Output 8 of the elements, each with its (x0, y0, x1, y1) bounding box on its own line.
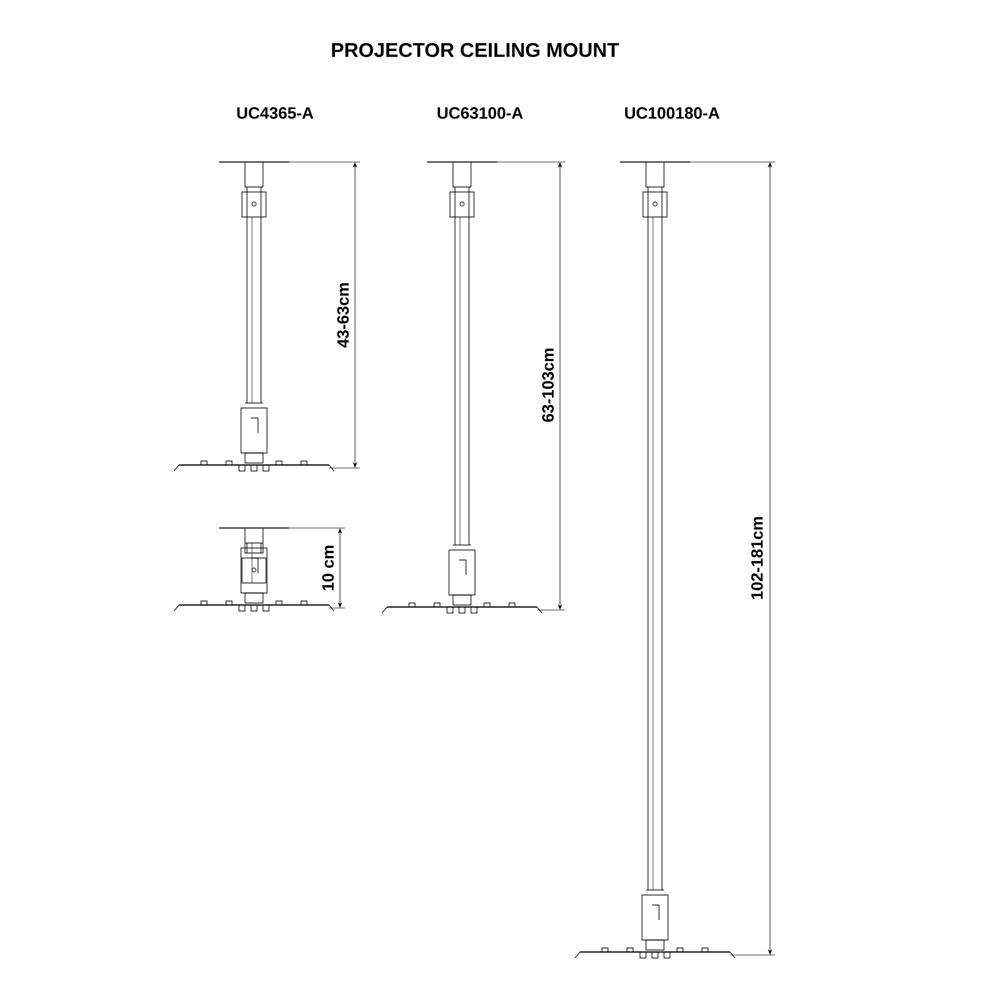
dimension-label: 63-103cm (541, 346, 555, 424)
dimension-label: 10 cm (321, 544, 335, 592)
title: PROJECTOR CEILING MOUNT (332, 42, 619, 58)
model-label: UC100180-A (625, 107, 720, 119)
dimension-label: 102-181cm (750, 514, 764, 602)
model-label: UC63100-A (438, 107, 523, 119)
dimension-label: 43-63cm (336, 281, 350, 349)
model-label: UC4365-A (237, 107, 314, 119)
